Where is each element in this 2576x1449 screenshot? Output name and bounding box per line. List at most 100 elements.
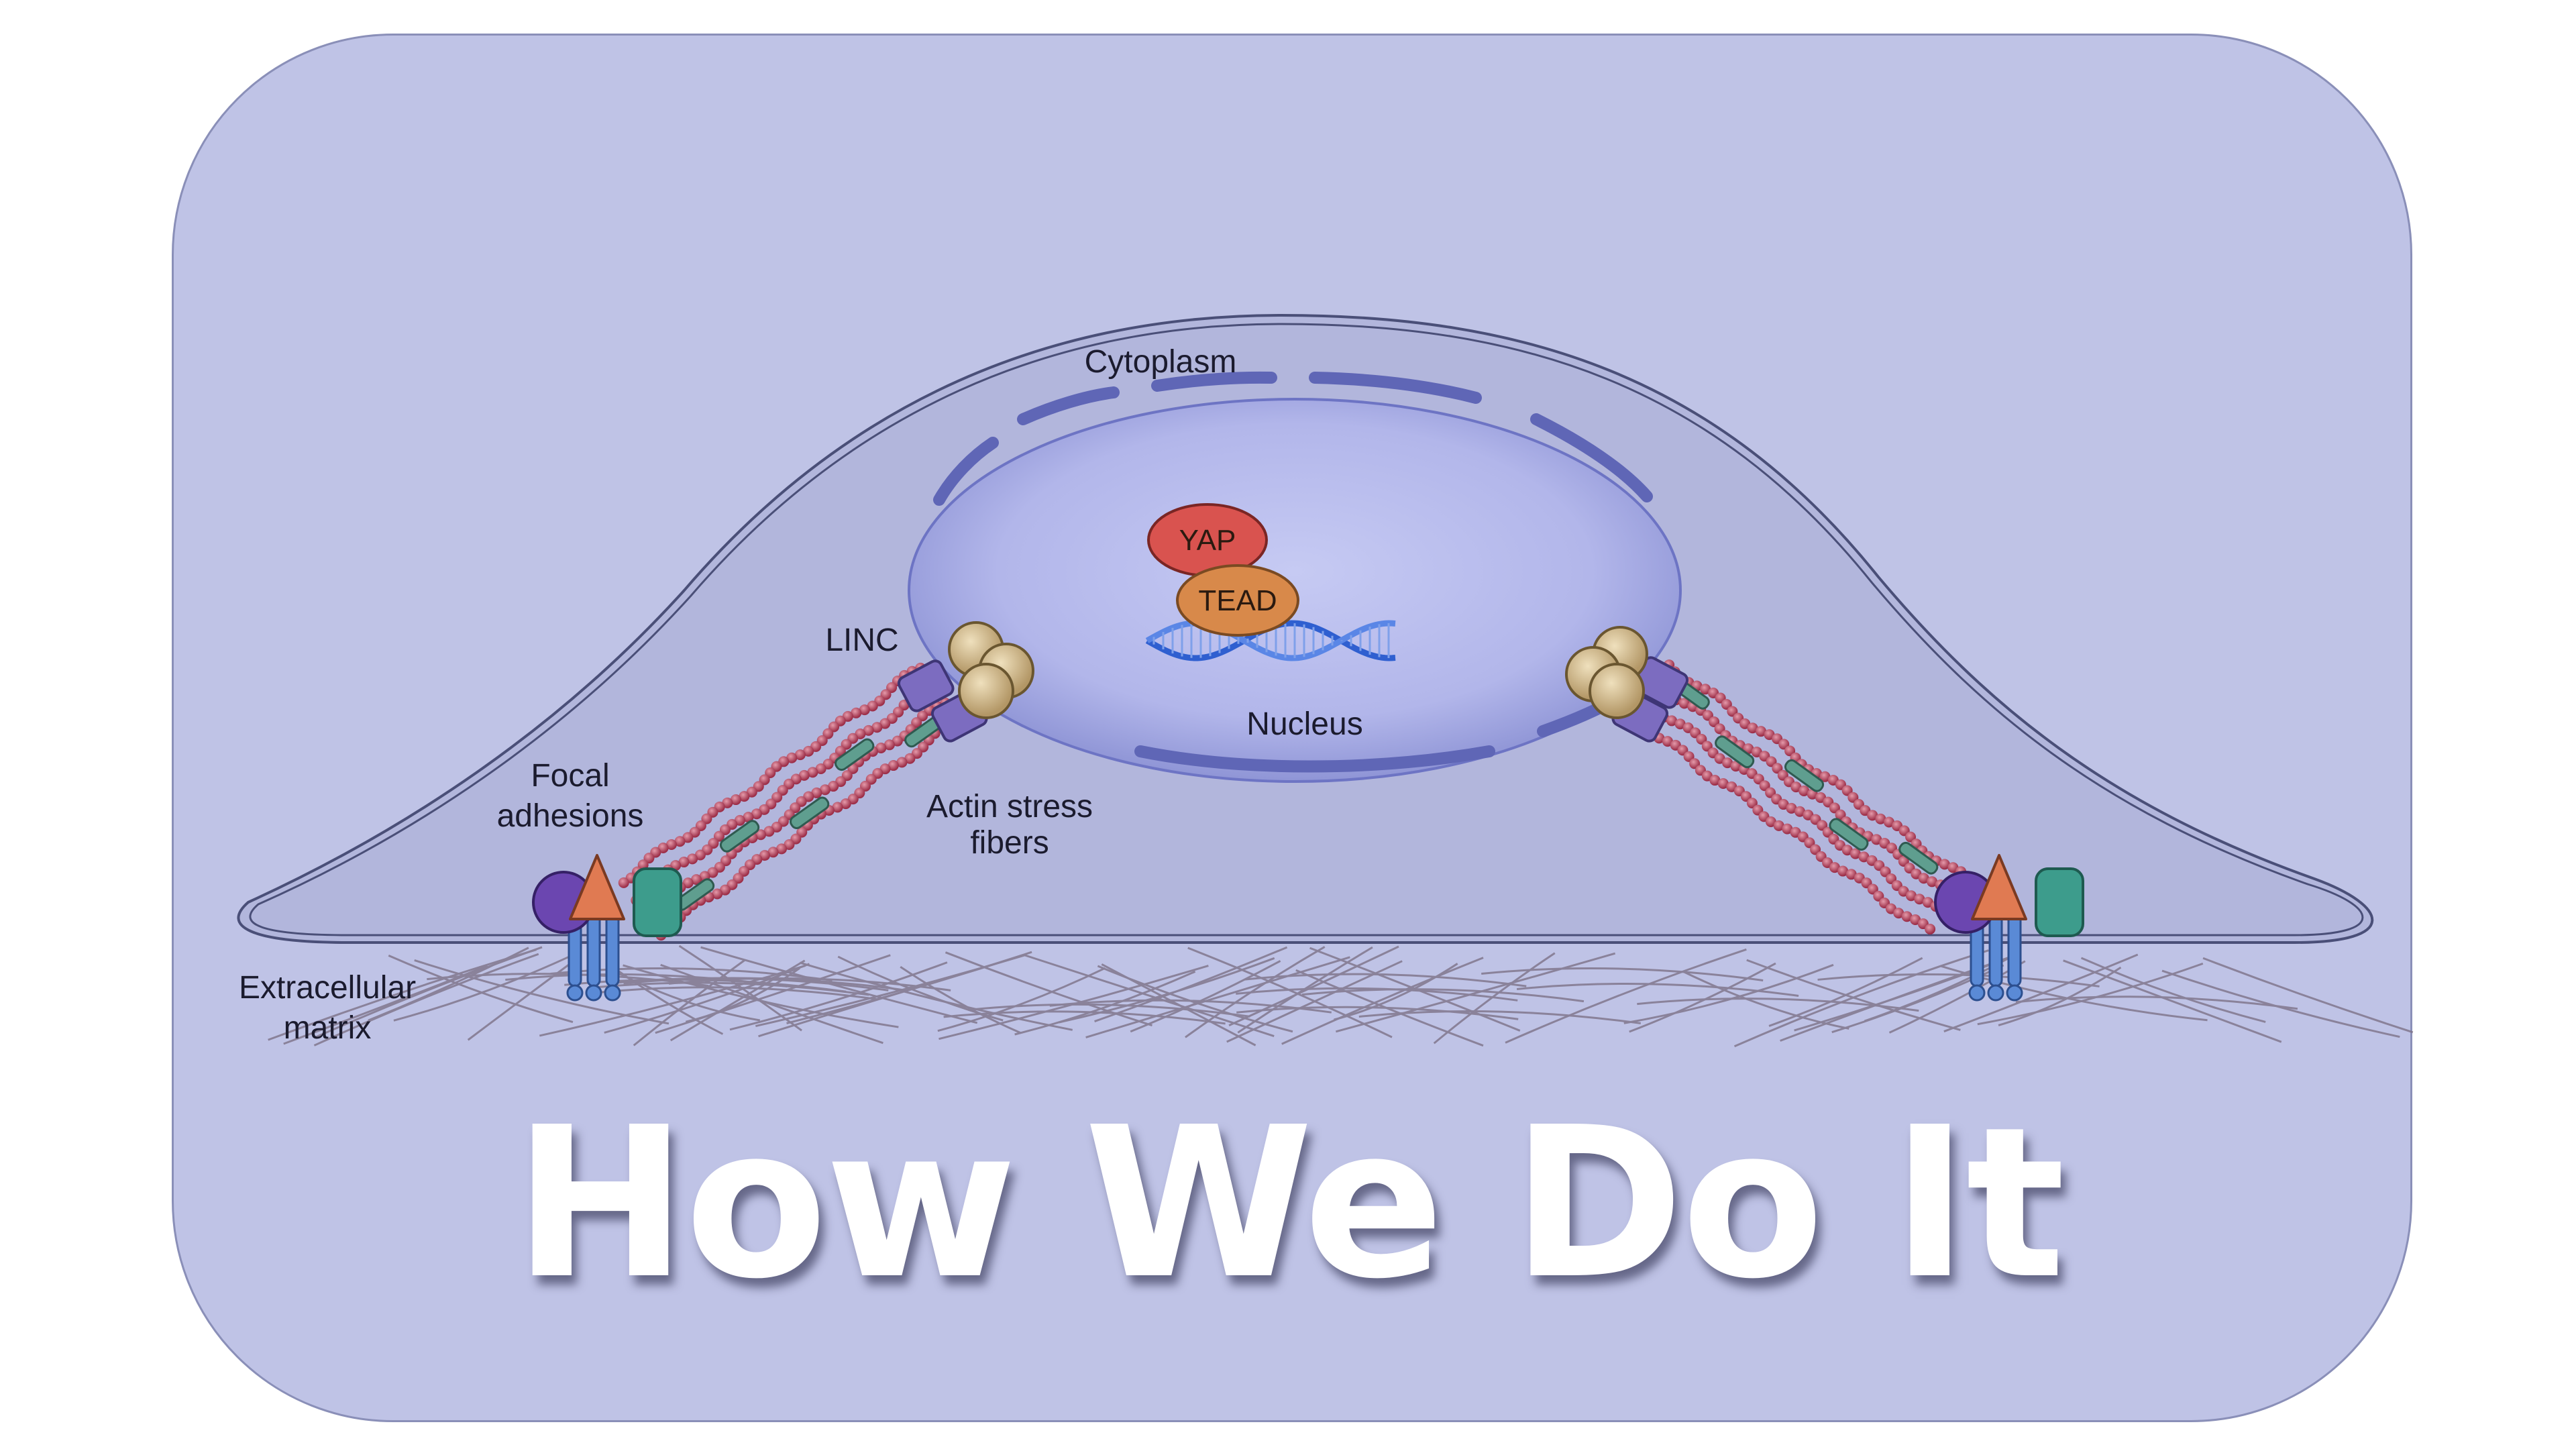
- integrin-stalk: [2007, 911, 2022, 987]
- ecm-fiber: [1295, 969, 1484, 1047]
- actin-bead: [618, 877, 629, 888]
- actin-bead: [875, 742, 887, 753]
- actin-bead: [1905, 890, 1917, 902]
- actin-bead: [1773, 820, 1784, 831]
- ecm-fiber: [1059, 957, 1275, 1024]
- ecm-fiber: [1998, 966, 2122, 1026]
- ecm-fiber: [900, 966, 1022, 1034]
- actin-bead: [859, 704, 870, 716]
- actin-bead: [743, 812, 754, 823]
- actin-bead: [794, 749, 806, 761]
- actin-bead: [815, 763, 826, 774]
- ecm-fiber: [1505, 948, 1747, 1044]
- cytoplasm-label: Cytoplasm: [1085, 344, 1237, 380]
- extracellular-matrix-label-line2: matrix: [284, 1010, 372, 1046]
- actin-bead: [896, 757, 908, 768]
- actin-bead: [892, 735, 903, 747]
- ecm-fiber: [660, 963, 883, 1044]
- ecm-fiber: [1244, 973, 1527, 987]
- actin-bead: [691, 874, 702, 885]
- ecm-fiber: [606, 977, 889, 991]
- actin-bead: [767, 847, 779, 858]
- ecm-fiber: [1433, 952, 1556, 1044]
- ecm-fiber: [467, 957, 578, 1041]
- actin-bead: [786, 752, 798, 763]
- talin-triangle: [569, 854, 625, 920]
- actin-bead: [1867, 810, 1878, 821]
- actin-bead: [1709, 775, 1721, 786]
- ecm-fiber: [1226, 960, 1403, 1043]
- ecm-fiber: [2161, 969, 2400, 1038]
- linc-complex-right: [1565, 626, 1689, 743]
- integrin-stalk: [605, 911, 620, 987]
- actin-bead: [694, 849, 706, 861]
- linc-complex-left: [897, 621, 1034, 743]
- actin-bead: [755, 829, 767, 841]
- ecm-fiber: [427, 973, 709, 987]
- actin-bead: [739, 791, 750, 802]
- myosin-bar: [1898, 841, 1939, 875]
- actin-bead: [1914, 894, 1925, 905]
- integrin-foot: [2006, 984, 2023, 1002]
- ecm-fiber: [1943, 953, 2139, 1032]
- ecm-fiber: [596, 986, 879, 1001]
- actin-bead: [1678, 698, 1690, 709]
- actin-bead: [1730, 761, 1741, 772]
- actin-bead: [1756, 726, 1767, 737]
- actin-bead: [1918, 873, 1929, 884]
- actin-bead: [867, 700, 878, 712]
- myosin-bar: [835, 738, 875, 771]
- actin-bead: [674, 836, 686, 847]
- myosin-bar: [1784, 759, 1825, 792]
- ecm-fiber: [1301, 988, 1585, 1003]
- actin-bead: [1871, 834, 1882, 845]
- actin-bead: [871, 722, 883, 733]
- ecm-fiber: [1682, 971, 1849, 1030]
- actin-bead: [851, 707, 862, 718]
- focal-adhesion-right: [1934, 854, 2084, 1002]
- actin-bead: [751, 808, 762, 820]
- actin-bead: [1778, 799, 1789, 810]
- ecm-fiber: [393, 955, 570, 1022]
- actin-bead: [1799, 785, 1810, 796]
- ecm-fiber: [2015, 996, 2298, 1010]
- ecm-fiber: [943, 1010, 1226, 1025]
- integrin-foot: [566, 984, 584, 1002]
- actin-bead: [1662, 736, 1673, 747]
- tead-protein: TEAD: [1176, 564, 1299, 637]
- ecm-fiber: [2080, 957, 2266, 1023]
- actin-bead: [904, 753, 916, 764]
- myosin-bar: [1715, 735, 1755, 769]
- actin-bead: [1858, 851, 1870, 863]
- ecm-fiber: [2063, 959, 2282, 1043]
- actin-bead: [730, 794, 741, 806]
- actin-bead: [1782, 823, 1793, 835]
- actin-bead: [1765, 816, 1776, 828]
- ecm-fiber: [700, 946, 978, 1024]
- actin-bead: [1674, 718, 1686, 730]
- actin-bead: [1883, 816, 1894, 828]
- ecm-fiber: [1629, 962, 1776, 1033]
- focal-adhesions-label-line1: Focal: [531, 758, 609, 794]
- ecm-fiber: [1335, 952, 1616, 1033]
- actin-bead: [888, 760, 899, 771]
- ecm-fiber: [1024, 954, 1275, 1037]
- actin-bead: [879, 718, 891, 729]
- actin-bead: [1927, 876, 1938, 888]
- ecm-fiber: [1236, 987, 1518, 1002]
- vinculin-block: [2035, 867, 2084, 937]
- actin-bead: [798, 769, 810, 781]
- actin-bead: [1925, 924, 1936, 935]
- actin-bead: [687, 853, 698, 865]
- ecm-fiber: [655, 954, 891, 1034]
- actin-bead: [863, 724, 874, 736]
- actin-bead: [665, 839, 677, 850]
- actin-bead: [1841, 845, 1853, 856]
- integrin-foot: [604, 984, 621, 1002]
- actin-bead: [776, 843, 788, 855]
- actin-bead: [811, 787, 822, 798]
- focal-adhesion-left: [532, 854, 682, 1002]
- ecm-fiber: [669, 977, 951, 991]
- ecm-fiber: [1185, 946, 1326, 1038]
